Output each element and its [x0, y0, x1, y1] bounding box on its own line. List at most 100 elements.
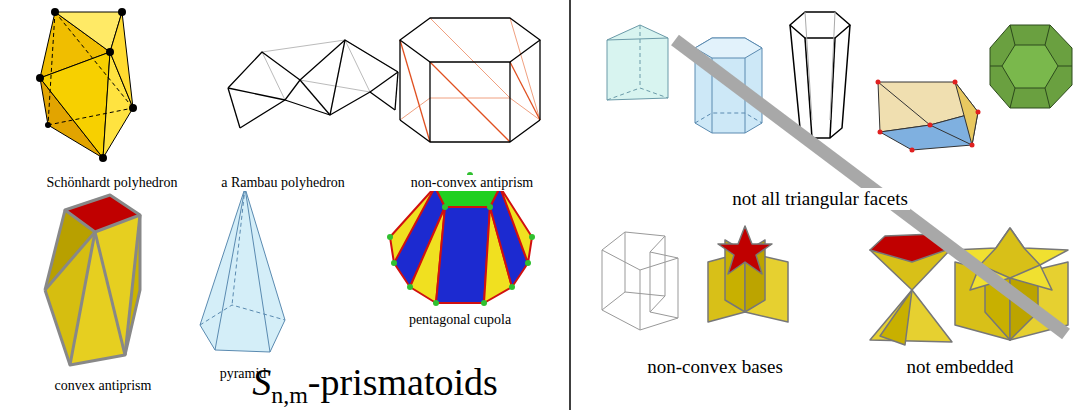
rambau-figure-part: [262, 52, 285, 100]
triangular-prism-figure-part: [607, 88, 668, 100]
title-subscript: n,m: [271, 382, 308, 408]
nonconvex-antiprism-figure-part: [400, 18, 540, 142]
wedge-figure-part: [910, 148, 915, 153]
tall-prism-figure-part: [805, 12, 812, 120]
green-polyhedron-figure-part: [1045, 88, 1050, 108]
rambau-figure: [228, 40, 398, 128]
nonconvex-antiprism-figure-part: [510, 18, 540, 120]
star-prism-figure: [708, 226, 788, 322]
hexagonal-prism-figure-part: [695, 113, 762, 123]
convex-antiprism-figure-part: [95, 232, 125, 355]
nonconvex-prism-figure-part: [665, 236, 666, 296]
green-polyhedron-figure-part: [1045, 25, 1050, 45]
cupola-figure-part: [407, 284, 413, 290]
nonconvex-antiprism-figure-part: [430, 62, 510, 142]
convex-antiprism-figure-part: [70, 232, 95, 365]
triangular-prism-figure-part: [607, 38, 668, 40]
cupola-figure-part: [481, 300, 487, 306]
nonconvex-antiprism-figure-part: [510, 62, 540, 120]
wedge-figure-part: [876, 80, 981, 153]
nonconvex-prism-figure-part: [650, 252, 651, 312]
tall-prism-figure-part: [805, 38, 812, 138]
wedge-figure-part: [928, 123, 933, 128]
schonhardt-figure-part: [51, 8, 59, 16]
figure-caption: not embedded: [904, 356, 1015, 378]
convex-antiprism-figure-part: [125, 215, 140, 355]
wedge-figure-part: [970, 143, 975, 148]
cupola-figure: [387, 172, 535, 306]
rambau-figure-part: [228, 40, 398, 128]
nonconvex-prism-figure-part: [602, 250, 603, 310]
convex-antiprism-figure-part: [45, 215, 140, 365]
convex-antiprism-figure-part: [65, 195, 140, 232]
wedge-figure-part: [930, 125, 972, 145]
schonhardt-figure-part: [36, 8, 137, 162]
cupola-figure-part: [433, 300, 439, 306]
figure-caption: not all triangular facets: [730, 188, 910, 210]
strike-bar-part: [675, 40, 1066, 334]
schonhardt-figure-part: [118, 8, 126, 16]
rambau-figure-part: [228, 88, 240, 128]
tall-prism-figure-part: [790, 25, 850, 138]
tall-prism-figure-part: [790, 12, 850, 38]
figure-caption: non-convex antiprism: [409, 175, 535, 191]
green-polyhedron-figure-part: [1058, 66, 1072, 67]
green-polyhedron-figure-part: [990, 25, 1072, 108]
hourglass-figure: [870, 234, 952, 345]
strike-bar: [675, 40, 1066, 334]
nonconvex-antiprism-figure-part: [539, 40, 540, 120]
schonhardt-figure-part: [99, 154, 107, 162]
pyramid-figure: [200, 188, 285, 352]
schonhardt-figure-part: [45, 122, 51, 128]
schonhardt-figure-part: [129, 104, 137, 112]
cupola-figure-part: [442, 204, 448, 210]
tall-prism-figure-part: [830, 38, 835, 138]
pyramid-figure-part: [200, 305, 285, 325]
cupola-figure-part: [387, 234, 393, 240]
figure-caption: Schönhardt polyhedron: [44, 175, 179, 191]
nonconvex-antiprism-figure-part: [400, 40, 430, 142]
cupola-figure-part: [391, 260, 397, 266]
wedge-figure-part: [953, 80, 958, 85]
convex-antiprism-figure-part: [125, 215, 140, 355]
nonconvex-antiprism-figure: [400, 18, 540, 142]
wedge-figure-part: [880, 112, 978, 150]
cupola-figure-part: [509, 284, 515, 290]
wedge-figure-part: [878, 82, 930, 125]
figure-title: Sn,m-prismatoids: [252, 362, 498, 409]
rambau-figure-part: [228, 40, 398, 88]
schonhardt-figure-part: [48, 12, 55, 125]
green-polyhedron-figure-part: [1010, 25, 1015, 45]
star-prism-figure-part: [718, 226, 772, 274]
green-polyhedron-figure: [990, 25, 1072, 108]
nonconvex-prism-figure-part: [640, 270, 641, 330]
rambau-figure-part: [240, 92, 395, 128]
rambau-figure-part: [300, 80, 330, 115]
nonconvex-antiprism-figure-part: [429, 62, 430, 142]
figure-caption: convex antiprism: [53, 378, 154, 394]
rambau-figure-part: [395, 72, 398, 110]
nonconvex-antiprism-figure-part: [509, 62, 510, 142]
rambau-figure-part: [285, 80, 300, 100]
nonconvex-prism-figure-part: [678, 258, 679, 318]
tall-prism-figure: [790, 12, 850, 138]
cupola-figure-part: [500, 187, 532, 263]
nonconvex-antiprism-figure-part: [400, 120, 540, 142]
wedge-figure-part: [878, 130, 883, 135]
figure-caption: non-convex bases: [645, 356, 785, 378]
wedge-figure-part: [876, 80, 881, 85]
cupola-figure-part: [525, 260, 531, 266]
hourglass-figure-part: [880, 290, 912, 345]
convex-antiprism-figure-part: [45, 232, 95, 365]
cupola-figure-part: [436, 207, 490, 303]
pyramid-figure-part: [215, 188, 245, 350]
nonconvex-prism-figure: [602, 232, 678, 330]
nonconvex-prism-figure-part: [602, 232, 678, 270]
wedge-figure-part: [955, 82, 978, 145]
cupola-figure-part: [529, 234, 535, 240]
pyramid-figure-part: [200, 188, 285, 352]
triangular-prism-figure-part: [607, 25, 668, 100]
triangular-prism-figure-part: [640, 25, 641, 88]
schonhardt-figure-part: [48, 108, 133, 125]
